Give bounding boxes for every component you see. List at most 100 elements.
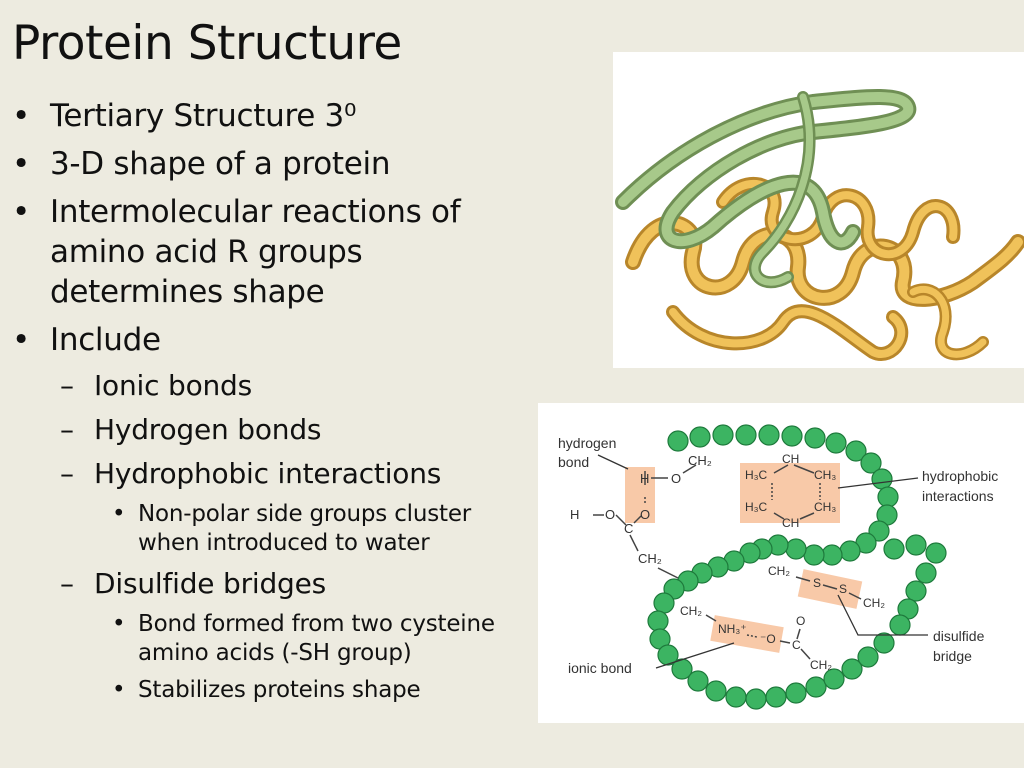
amino-acid-bead [653,592,675,614]
amino-acid-bead [889,614,911,636]
hydrophobic-highlight [740,463,840,523]
amino-acid-bead [667,430,689,452]
amino-acid-bead [745,688,767,710]
amino-acid-bead [925,542,947,564]
chem-label: CH [782,516,799,530]
amino-acid-bead [873,632,895,654]
chem-label: S [813,576,821,590]
amino-acid-bead [857,646,879,668]
amino-acid-bead [687,670,709,692]
chem-label: H₃C [745,500,768,514]
chem-label: O [640,507,650,522]
sub-bullet-item: –Hydrophobic interactions [60,457,442,490]
amino-acid-bead [725,686,747,708]
sub-bullet-item: –Disulfide bridges [60,567,327,600]
hydrogen-bond-label: hydrogen [558,435,616,451]
amino-acid-bead [905,534,927,556]
amino-acid-bead [845,440,867,462]
sub-bullet-item: –Ionic bonds [60,369,253,402]
bullet-dot-icon: • [112,611,126,637]
disulfide-highlight [797,569,863,609]
chem-label: CH₂ [863,596,885,610]
chem-label: CH₂ [638,551,662,566]
amino-acid-bead [689,426,711,448]
bond-types-diagram: H O O CH₂ H O C CH₂ CH H₃C CH₃ H₃C CH₃ C… [538,403,1024,723]
chem-label: CH₂ [810,658,832,672]
hydrogen-bond-structure [593,464,697,579]
bullet-dash-icon: – [60,369,74,402]
chem-label: C [624,521,633,536]
amino-acid-bead [823,668,845,690]
amino-acid-chain [647,424,947,710]
bullet-item: •Intermolecular reactions of amino acid … [12,194,461,310]
amino-acid-bead [883,538,905,560]
chem-label: CH₂ [768,564,790,578]
bullet-dot-icon: • [12,98,30,134]
bullet-dash-icon: – [60,567,74,600]
amino-acid-bead [803,544,825,566]
chem-label: H [640,471,649,486]
ionic-structure [705,614,811,660]
amino-acid-bead [821,544,843,566]
chem-label: H₃C [745,468,768,482]
amino-acid-bead [758,424,780,446]
amino-acid-bead [905,580,927,602]
amino-acid-bead [868,520,890,542]
hydrogen-bond-highlight [625,467,655,523]
bullet-dot-icon: • [12,194,30,230]
chem-label: CH₃ [814,500,836,514]
sub-bullet-item: –Hydrogen bonds [60,413,322,446]
amino-acid-bead [735,424,757,446]
ribbon-model-illustration [615,89,1024,361]
hydrophobic-label-2: interactions [922,488,994,504]
chem-label: S [839,582,847,596]
chem-label: CH₂ [688,453,712,468]
amino-acid-bead [805,676,827,698]
bullet-dash-icon: – [60,457,74,490]
bullet-item: •Include [12,322,161,358]
sub-sub-bullet-item: •Stabilizes proteins shape [112,677,421,703]
chem-label: CH₃ [814,468,836,482]
hydrophobic-structure [771,464,821,520]
chem-label: CH₂ [680,604,702,618]
bullet-list: •Tertiary Structure 3⁰ •3-D shape of a p… [12,96,532,713]
amino-acid-bead [804,427,826,449]
bullet-item: •Tertiary Structure 3⁰ [12,98,357,134]
sub-sub-bullet-item: •Non-polar side groups cluster when intr… [112,501,472,556]
protein-ribbon-image [613,52,1024,368]
amino-acid-bead [841,658,863,680]
amino-acid-bead [825,432,847,454]
chem-label: C [792,638,801,652]
bullet-dot-icon: • [12,322,30,358]
amino-acid-bead [785,682,807,704]
bullet-item: •3-D shape of a protein [12,146,391,182]
amino-acid-bead [705,680,727,702]
amino-acid-bead [877,486,899,508]
ionic-bond-label: ionic bond [568,660,632,676]
chem-label: ⁻O [760,632,776,646]
bullet-dot-icon: • [112,677,126,703]
amino-acid-bead [785,538,807,560]
amino-acid-bead [860,452,882,474]
chem-label: NH₃⁺ [718,622,747,636]
hydrogen-bond-label-2: bond [558,454,589,470]
bullet-dash-icon: – [60,413,74,446]
amino-acid-bead [915,562,937,584]
amino-acid-bead [657,644,679,666]
chem-label: CH [782,452,799,466]
hydrophobic-label: hydrophobic [922,468,998,484]
amino-acid-bead [765,686,787,708]
disulfide-label: disulfide [933,628,985,644]
ionic-highlight [710,615,784,653]
amino-acid-bead [647,610,669,632]
amino-acid-bead [839,540,861,562]
chem-label: O [671,471,681,486]
chem-label: H [570,507,579,522]
bond-diagram-svg: H O O CH₂ H O C CH₂ CH H₃C CH₃ H₃C CH₃ C… [558,424,998,710]
sub-sub-bullet-item: •Bond formed from two cysteine amino aci… [112,611,495,666]
chem-label: O [796,614,805,628]
chem-label: O [605,507,615,522]
amino-acid-bead [712,424,734,446]
slide-title: Protein Structure [12,16,402,71]
disulfide-label-2: bridge [933,648,972,664]
